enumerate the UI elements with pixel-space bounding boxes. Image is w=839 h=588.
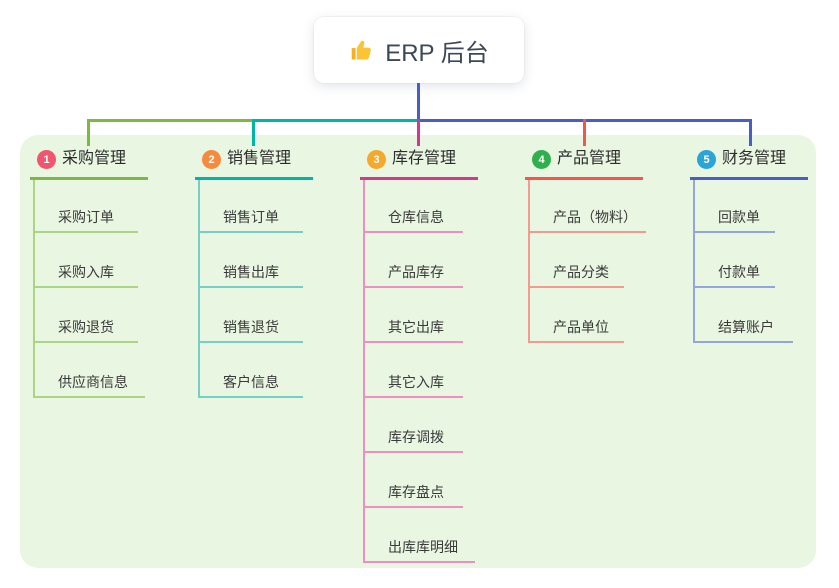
- leaf-underline: [528, 341, 624, 343]
- branch-spine: [363, 180, 365, 563]
- leaf-node-payment-order[interactable]: 付款单: [718, 264, 760, 280]
- connector-drop-product: [583, 119, 586, 146]
- leaf-node-purchase-inbound[interactable]: 采购入库: [58, 264, 114, 280]
- leaf-underline: [33, 231, 138, 233]
- leaf-node-product-material[interactable]: 产品（物料）: [553, 209, 637, 225]
- leaf-underline: [363, 231, 463, 233]
- leaf-node-customer-info[interactable]: 客户信息: [223, 374, 279, 390]
- connector-drop-inventory: [417, 119, 420, 146]
- leaf-underline: [363, 396, 463, 398]
- branch-underline: [195, 177, 313, 180]
- leaf-underline: [363, 561, 475, 563]
- leaf-underline: [528, 231, 646, 233]
- leaf-node-sales-outbound[interactable]: 销售出库: [223, 264, 279, 280]
- connector-drop-purchase: [87, 119, 90, 146]
- branch-underline: [30, 177, 148, 180]
- thumbs-up-icon: [351, 40, 372, 60]
- root-label: ERP 后台: [385, 39, 489, 67]
- badge-1: 1: [37, 150, 56, 169]
- badge-3: 3: [367, 150, 386, 169]
- leaf-node-inout-detail[interactable]: 出库库明细: [388, 539, 458, 555]
- leaf-underline: [693, 286, 775, 288]
- leaf-node-product-category[interactable]: 产品分类: [553, 264, 609, 280]
- badge-4: 4: [532, 150, 551, 169]
- branch-underline: [525, 177, 643, 180]
- leaf-underline: [198, 396, 303, 398]
- branches-panel: [20, 135, 816, 568]
- branch-node-sales-management[interactable]: 销售管理: [227, 150, 292, 167]
- leaf-node-stock-check[interactable]: 库存盘点: [388, 484, 444, 500]
- leaf-underline: [198, 341, 303, 343]
- connector-bus-purchase: [87, 119, 256, 122]
- connector-drop-finance: [749, 119, 752, 146]
- leaf-node-sales-order[interactable]: 销售订单: [223, 209, 279, 225]
- connector-root-vertical: [417, 83, 420, 122]
- root-node[interactable]: ERP 后台: [314, 17, 524, 83]
- leaf-underline: [363, 451, 463, 453]
- branch-spine: [33, 180, 35, 398]
- leaf-node-product-stock[interactable]: 产品库存: [388, 264, 444, 280]
- badge-2: 2: [202, 150, 221, 169]
- branch-spine: [528, 180, 530, 343]
- leaf-underline: [33, 286, 138, 288]
- leaf-node-product-unit[interactable]: 产品单位: [553, 319, 609, 335]
- leaf-underline: [363, 286, 463, 288]
- leaf-underline: [198, 231, 303, 233]
- leaf-underline: [528, 286, 624, 288]
- branch-node-finance-management[interactable]: 财务管理: [722, 150, 787, 167]
- leaf-underline: [33, 396, 145, 398]
- leaf-underline: [363, 506, 463, 508]
- branch-node-purchase-management[interactable]: 采购管理: [62, 150, 127, 167]
- leaf-underline: [693, 231, 775, 233]
- branch-underline: [690, 177, 808, 180]
- branch-node-product-management[interactable]: 产品管理: [557, 150, 622, 167]
- leaf-node-stock-transfer[interactable]: 库存调拨: [388, 429, 444, 445]
- leaf-node-purchase-order[interactable]: 采购订单: [58, 209, 114, 225]
- connector-bus-sales: [252, 119, 420, 122]
- leaf-underline: [693, 341, 793, 343]
- leaf-underline: [198, 286, 303, 288]
- branch-spine: [693, 180, 695, 343]
- leaf-node-settlement-account[interactable]: 结算账户: [718, 319, 774, 335]
- badge-5: 5: [697, 150, 716, 169]
- leaf-underline: [33, 341, 138, 343]
- leaf-node-other-inbound[interactable]: 其它入库: [388, 374, 444, 390]
- leaf-node-purchase-return[interactable]: 采购退货: [58, 319, 114, 335]
- connector-drop-sales: [252, 119, 255, 146]
- leaf-node-other-outbound[interactable]: 其它出库: [388, 319, 444, 335]
- branch-node-inventory-management[interactable]: 库存管理: [392, 150, 457, 167]
- leaf-node-supplier-info[interactable]: 供应商信息: [58, 374, 128, 390]
- branch-spine: [198, 180, 200, 398]
- leaf-node-warehouse-info[interactable]: 仓库信息: [388, 209, 444, 225]
- leaf-underline: [363, 341, 463, 343]
- branch-underline: [360, 177, 478, 180]
- leaf-node-sales-return[interactable]: 销售退货: [223, 319, 279, 335]
- leaf-node-receipt-order[interactable]: 回款单: [718, 209, 760, 225]
